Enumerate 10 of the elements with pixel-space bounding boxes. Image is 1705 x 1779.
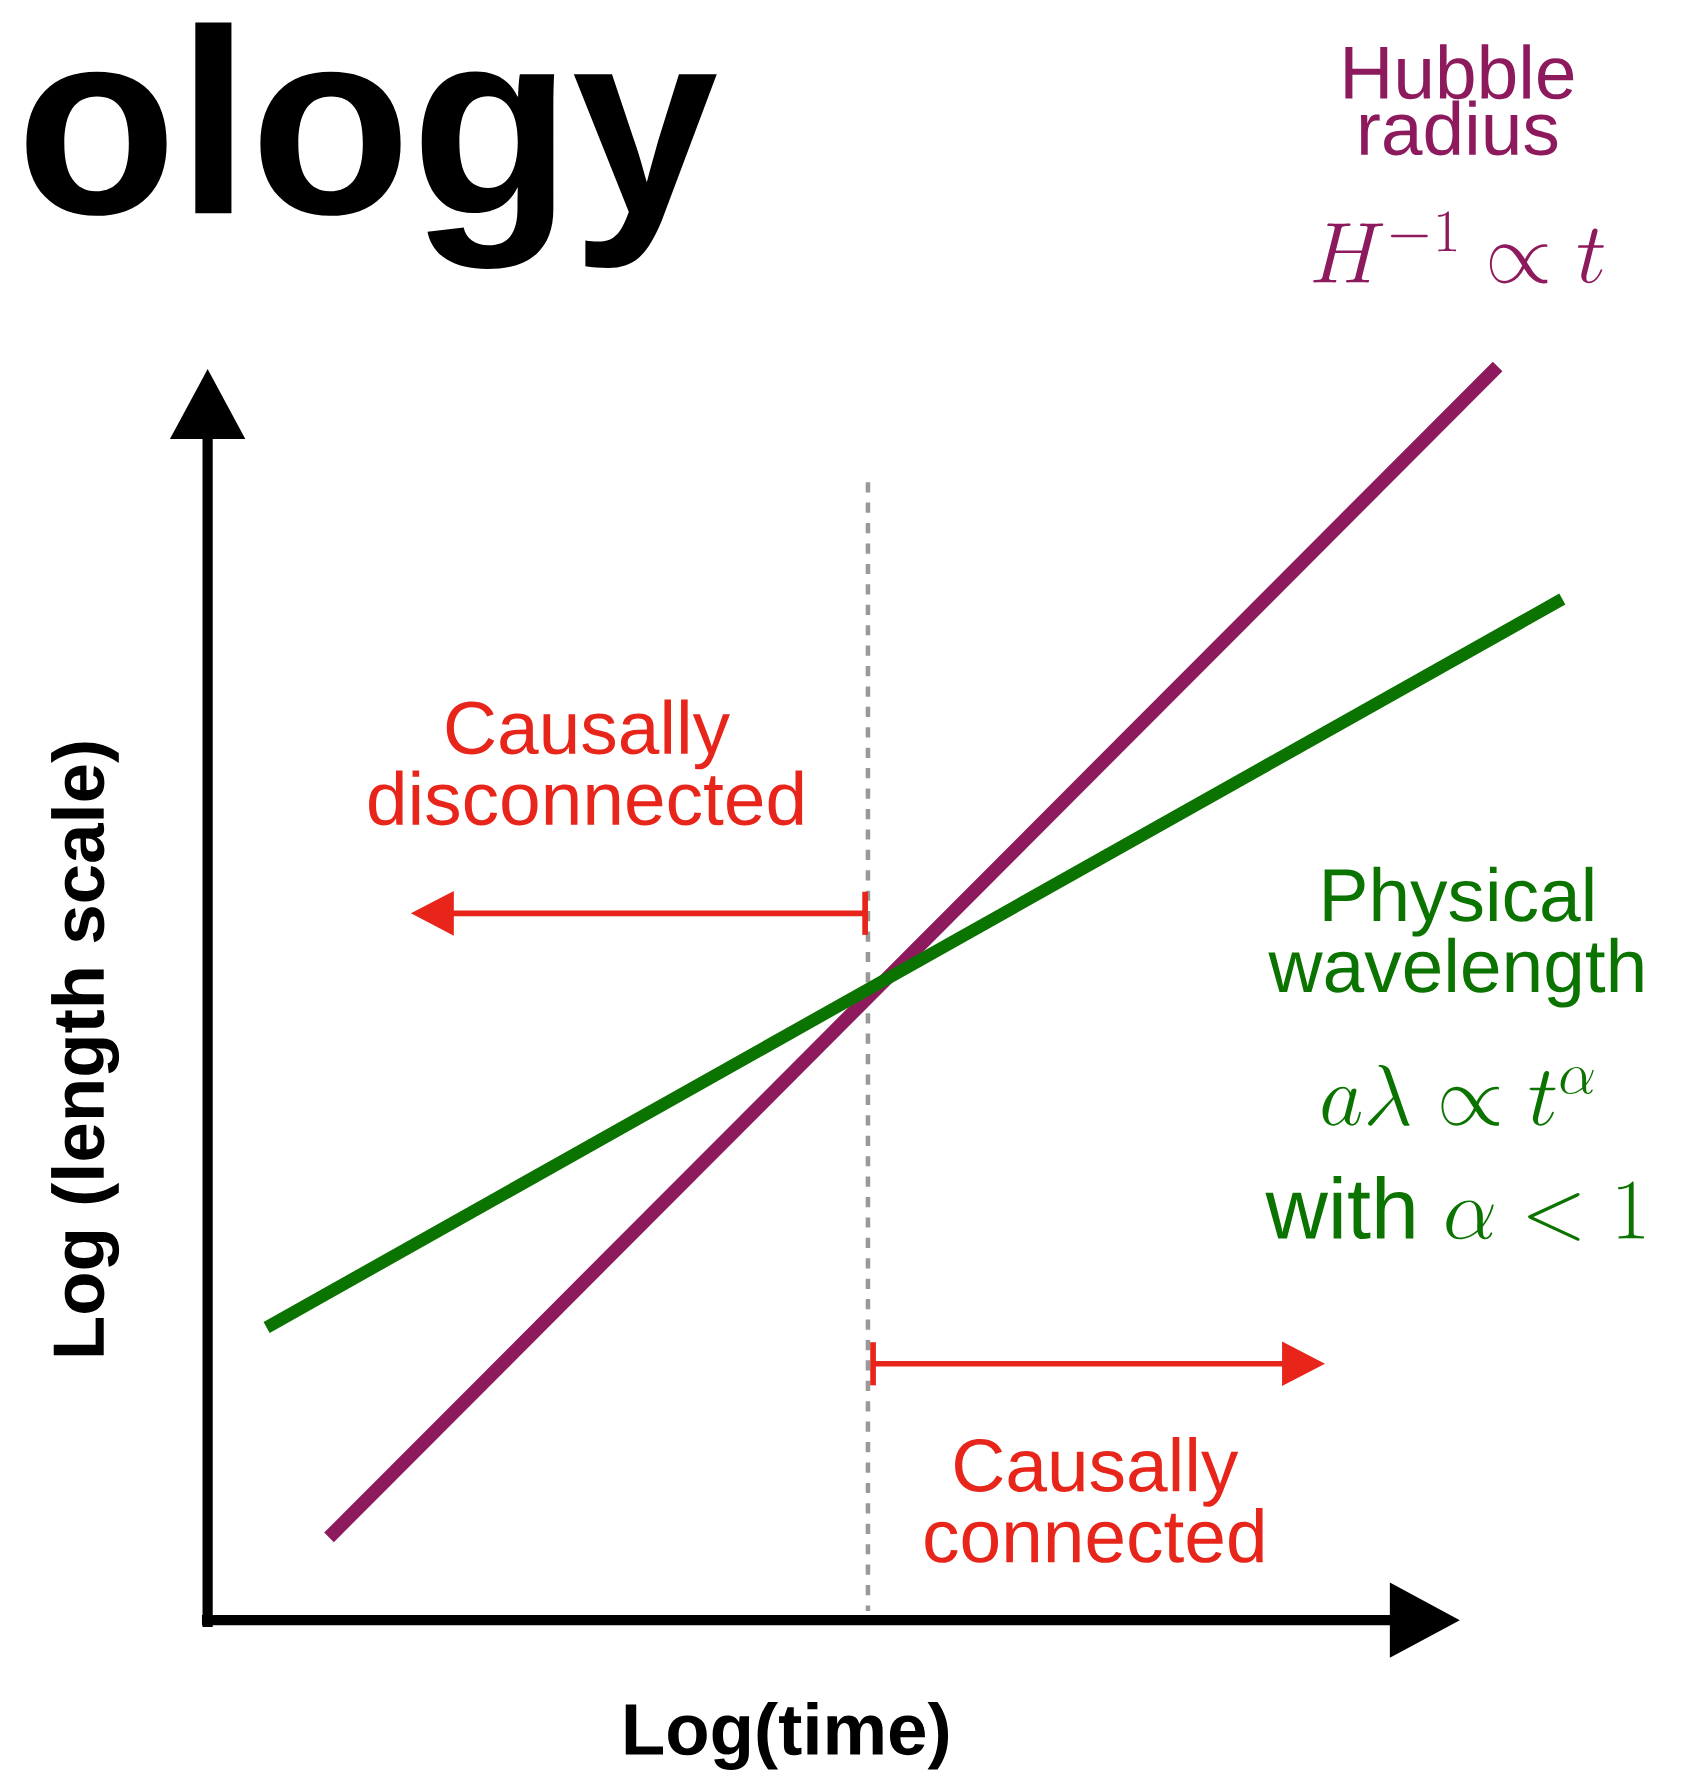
curve-label: Physical wavelength: [1268, 866, 1643, 1008]
axis-label: Log (length scale): [51, 742, 119, 1356]
formula: $a\lambda \propto t^{\alpha}$: [1322, 1064, 1594, 1126]
axis-label: Log(time): [625, 1701, 948, 1770]
region-label: Causally disconnected: [368, 699, 803, 826]
formula: $\mbox{with }\alpha < 1$: [1265, 1175, 1644, 1241]
formula: $H^{-1} \propto t$: [1313, 211, 1604, 284]
region-label: Causally connected: [925, 1436, 1263, 1563]
curve-label: Hubble radius: [1345, 44, 1574, 156]
title: ology: [26, 22, 717, 270]
